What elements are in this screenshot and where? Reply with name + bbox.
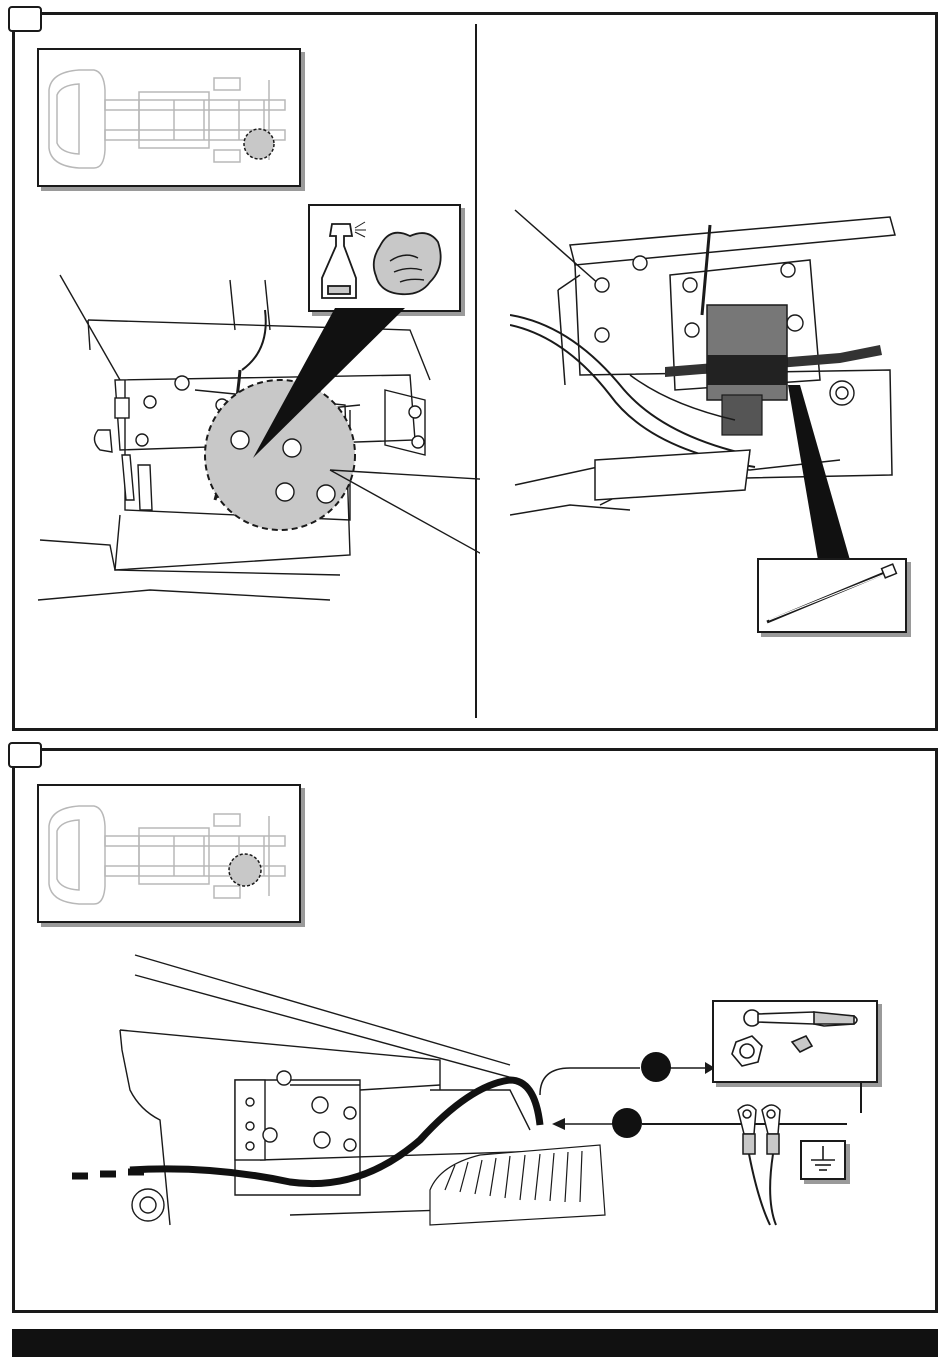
tools-connector-line [860,1083,862,1113]
cable-tie-icon [759,560,905,631]
step-1-tab [8,6,42,32]
step-1-location-overview [37,48,301,187]
truck-chassis-topview-icon [39,50,299,185]
earth-ground-icon [802,1142,844,1178]
callout-marker-remove [641,1052,671,1082]
step-2-location-overview [37,784,301,923]
truck-chassis-topview-icon [39,786,299,921]
relay-module [707,305,787,400]
ratchet-nut-and-washer-icon [714,1002,876,1081]
step-2-tab [8,742,42,768]
cable-tie-inset [757,558,907,633]
ring-terminal-cable-icon [730,1100,810,1230]
cable-tie-pointer [780,385,860,565]
callout-marker-attach [612,1108,642,1138]
tools-inset [712,1000,878,1083]
cleaning-pointer [225,308,415,468]
footer-bar [12,1329,938,1357]
ground-symbol-inset [800,1140,846,1180]
